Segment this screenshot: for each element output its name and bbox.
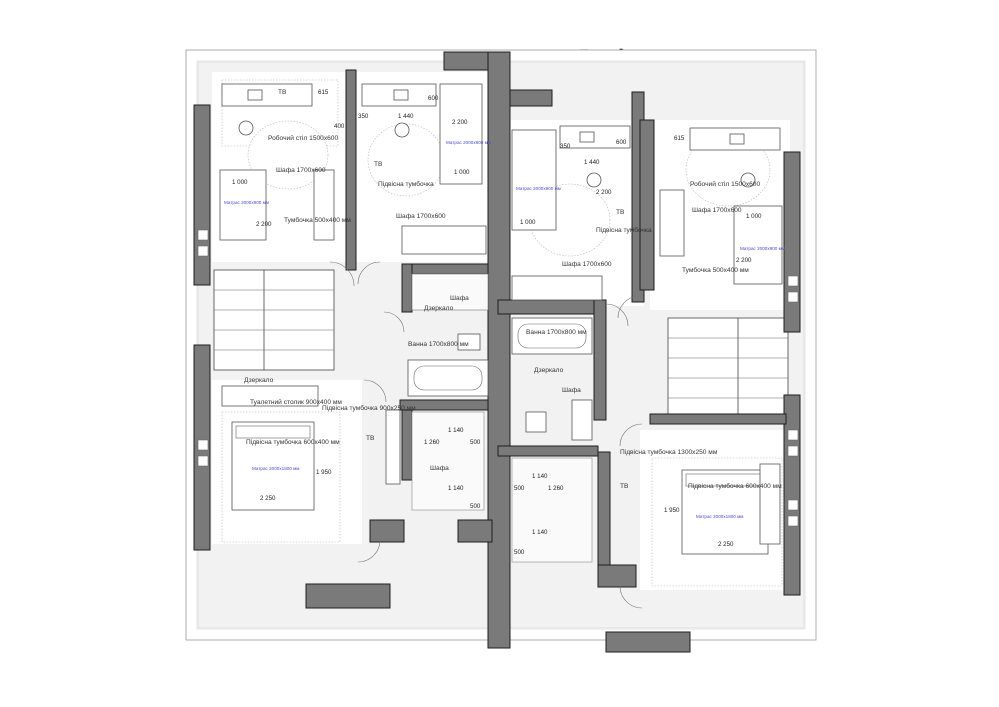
closet-e-dim-1140b: 1 140 xyxy=(532,529,548,536)
ne1-dim-350: 350 xyxy=(560,143,571,150)
nw-desk-label: Робочий стіл 1500x600 xyxy=(268,134,338,142)
ne2-wardrobe-label: Шафа 1700x600 xyxy=(692,207,742,214)
stairs-east xyxy=(667,317,789,419)
bath-e-mirror-label: Дзеркало xyxy=(534,367,564,374)
n2-mattress-label: Матрас 2000x900 мм xyxy=(446,140,491,145)
ne1-mattress-label: Матрас 2000x900 мм xyxy=(516,186,561,191)
n2-hanging-label: Підвісна тумбочка xyxy=(378,180,434,188)
sw-mirror-label: Дзеркало xyxy=(244,377,274,384)
sw-dim-2250: 2 250 xyxy=(260,495,276,502)
rug-round-nw xyxy=(247,120,329,190)
n2-dim-1440: 1 440 xyxy=(398,113,414,120)
door-swings xyxy=(329,261,643,609)
nw-mattress-label: Матрас 2000x900 мм xyxy=(224,200,269,205)
sw-hanging-label: Підвісна тумбочка 600x400 мм xyxy=(246,438,340,446)
bath-w-wardrobe-label: Шафа xyxy=(450,295,469,302)
ne1-hanging-label: Підвісна тумбочка xyxy=(596,226,652,234)
sw-vanity-label: Туалетний столик 900x400 мм xyxy=(250,398,342,406)
ne2-nightstand-label: Тумбочка 500x400 мм xyxy=(682,266,749,274)
sw-tv-label: ТВ xyxy=(366,435,375,442)
bath-e-bathtub-label: Ванна 1700x800 мм xyxy=(526,329,587,336)
closet-e-dim-1140a: 1 140 xyxy=(532,473,548,480)
nw-dim-1000: 1 000 xyxy=(232,179,248,186)
ne2-mattress-label: Матрас 2000x900 мм xyxy=(740,246,785,251)
stairs-west xyxy=(213,269,335,371)
n2-dim-350: 350 xyxy=(358,113,369,120)
bath-east xyxy=(511,317,593,441)
closet-w-dim-1140b: 1 140 xyxy=(448,485,464,492)
se-dim-1950: 1 950 xyxy=(664,507,680,514)
n2-dim-600: 600 xyxy=(428,95,439,102)
ne1-wardrobe-label: Шафа 1700x600 xyxy=(562,261,612,268)
closet-w-dim-1140a: 1 140 xyxy=(448,427,464,434)
nw-dim-400: 400 xyxy=(334,123,345,130)
ne2-dim-2200: 2 200 xyxy=(736,257,752,264)
ne2-desk-label: Робочий стіл 1500x600 xyxy=(690,180,760,188)
nw-dim-2200: 2 200 xyxy=(256,221,272,228)
ne1-dim-1000: 1 000 xyxy=(520,219,536,226)
se-dim-2250: 2 250 xyxy=(718,541,734,548)
ne1-dim-600: 600 xyxy=(616,139,627,146)
windows xyxy=(197,229,799,527)
ne1-tv-label: ТВ xyxy=(616,209,625,216)
n2-dim-2200: 2 200 xyxy=(452,119,468,126)
ne2-dim-1000: 1 000 xyxy=(746,213,762,220)
furniture xyxy=(219,83,783,563)
n2-dim-1000: 1 000 xyxy=(454,169,470,176)
bath-w-mirror-label: Дзеркало xyxy=(424,305,454,312)
closet-w-dim-500a: 500 xyxy=(470,439,481,446)
bath-west xyxy=(407,273,489,397)
closet-w-dim-500b: 500 xyxy=(470,503,481,510)
nw-tv-label: ТВ xyxy=(278,89,287,96)
ne1-dim-1440: 1 440 xyxy=(584,159,600,166)
bath-e-wardrobe-label: Шафа xyxy=(562,387,581,394)
sw-mattress-label: Матрас 2000x1800 мм xyxy=(252,466,299,471)
closet-e-dim-500b: 500 xyxy=(514,549,525,556)
sw-dim-1950: 1 950 xyxy=(316,469,332,476)
nw-dim-615: 615 xyxy=(318,89,329,96)
sw-hanging-small-label: Підвісна тумбочка 900x250 мм xyxy=(322,404,416,412)
ne1-dim-2200: 2 200 xyxy=(596,189,612,196)
n2-wardrobe-label: Шафа 1700x600 xyxy=(396,213,446,220)
ne2-dim-615: 615 xyxy=(674,135,685,142)
n2-tv-label: ТВ xyxy=(374,161,383,168)
se-hanging-long-label: Підвісна тумбочка 1300x250 мм xyxy=(620,448,718,456)
closet-e-dim-1260: 1 260 xyxy=(548,485,564,492)
closet-e-tv-label: ТВ xyxy=(620,483,629,490)
bath-w-bathtub-label: Ванна 1700x800 мм xyxy=(408,341,469,348)
closet-w-dim-1260: 1 260 xyxy=(424,439,440,446)
closet-e-dim-500: 500 xyxy=(514,485,525,492)
closet-w-wardrobe-label: Шафа xyxy=(430,465,449,472)
se-mattress-label: Матрас 2000x1800 мм xyxy=(696,514,743,519)
se-hanging-label: Підвісна тумбочка 600x400 мм xyxy=(688,482,782,490)
nw-wardrobe-label: Шафа 1700x600 xyxy=(276,167,326,174)
nw-nightstand-label: Тумбочка 500x400 мм xyxy=(284,216,351,224)
